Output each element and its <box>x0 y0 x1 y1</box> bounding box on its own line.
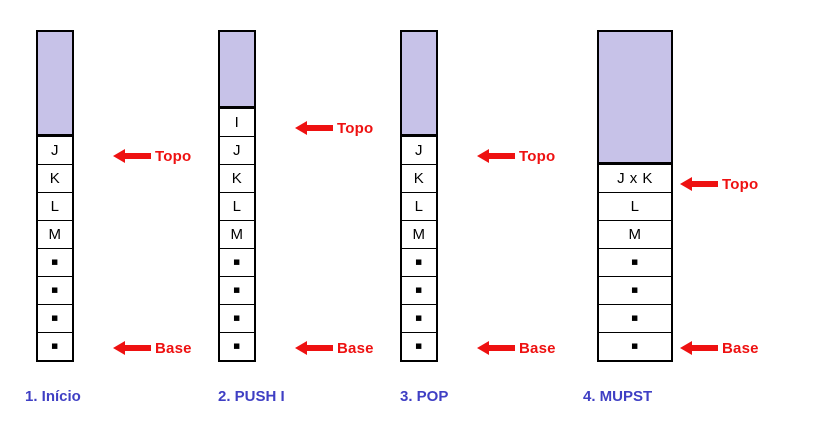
stack-1-cell-0: J <box>38 136 72 164</box>
stack-4-base-label: Base <box>722 339 759 357</box>
stack-1-cell-2: L <box>38 192 72 220</box>
stack-1-cell-3: M <box>38 220 72 248</box>
stack-4-cell-1: L <box>599 192 671 220</box>
stack-2-cell-5: ▪ <box>220 248 254 276</box>
stack-3-cell-2: L <box>402 192 436 220</box>
stack-1-box: J K L M ▪ ▪ ▪ ▪ <box>36 30 74 362</box>
stack-4-cell-3: ▪ <box>599 248 671 276</box>
stack-4: J x K L M ▪ ▪ ▪ ▪ <box>597 30 673 362</box>
stack-1-base-label: Base <box>155 339 192 357</box>
stack-3-free-space <box>402 32 436 136</box>
stack-2-cell-0: I <box>220 108 254 136</box>
stack-1-caption: 1. Início <box>25 388 81 405</box>
stack-4-top-pointer: Topo <box>680 174 758 194</box>
stack-2-free-space <box>220 32 254 108</box>
stack-2-cell-1: J <box>220 136 254 164</box>
stack-2-cell-8: ▪ <box>220 332 254 360</box>
stack-1-cell-5: ▪ <box>38 276 72 304</box>
stack-4-base-pointer: Base <box>680 338 759 358</box>
stack-1-top-pointer: Topo <box>113 146 191 166</box>
left-arrow-icon <box>295 120 333 136</box>
stack-3-box: J K L M ▪ ▪ ▪ ▪ <box>400 30 438 362</box>
stack-4-box: J x K L M ▪ ▪ ▪ ▪ <box>597 30 673 362</box>
left-arrow-icon <box>113 148 151 164</box>
stack-3-cell-4: ▪ <box>402 248 436 276</box>
stack-2-top-pointer: Topo <box>295 118 373 138</box>
stack-1: J K L M ▪ ▪ ▪ ▪ <box>36 30 74 362</box>
stack-2-base-label: Base <box>337 339 374 357</box>
stack-1-cell-1: K <box>38 164 72 192</box>
stack-1-free-space <box>38 32 72 136</box>
left-arrow-icon <box>477 148 515 164</box>
stack-2-box: I J K L M ▪ ▪ ▪ ▪ <box>218 30 256 362</box>
stack-3-cell-1: K <box>402 164 436 192</box>
stack-3-base-pointer: Base <box>477 338 556 358</box>
stack-1-cell-4: ▪ <box>38 248 72 276</box>
stack-2-cell-7: ▪ <box>220 304 254 332</box>
stack-3-cell-7: ▪ <box>402 332 436 360</box>
stack-1-cell-7: ▪ <box>38 332 72 360</box>
left-arrow-icon <box>680 176 718 192</box>
stack-2-top-label: Topo <box>337 119 374 137</box>
left-arrow-icon <box>477 340 515 356</box>
stack-3-caption: 3. POP <box>400 388 449 405</box>
stack-3-top-pointer: Topo <box>477 146 555 166</box>
stack-2-cell-2: K <box>220 164 254 192</box>
stack-4-top-label: Topo <box>722 175 759 193</box>
stack-2-base-pointer: Base <box>295 338 374 358</box>
stack-4-cell-0: J x K <box>599 164 671 192</box>
stack-4-free-space <box>599 32 671 164</box>
stack-3-cell-0: J <box>402 136 436 164</box>
stack-4-cell-6: ▪ <box>599 332 671 360</box>
stack-4-cell-5: ▪ <box>599 304 671 332</box>
stack-2-cell-3: L <box>220 192 254 220</box>
left-arrow-icon <box>295 340 333 356</box>
stack-2-caption: 2. PUSH I <box>218 388 285 405</box>
stack-1-base-pointer: Base <box>113 338 192 358</box>
stack-4-cell-2: M <box>599 220 671 248</box>
stack-3: J K L M ▪ ▪ ▪ ▪ <box>400 30 438 362</box>
stack-2-cell-4: M <box>220 220 254 248</box>
stack-2: I J K L M ▪ ▪ ▪ ▪ <box>218 30 256 362</box>
stack-3-cell-3: M <box>402 220 436 248</box>
stack-4-caption: 4. MUPST <box>583 388 653 405</box>
stack-1-cell-6: ▪ <box>38 304 72 332</box>
stack-3-base-label: Base <box>519 339 556 357</box>
left-arrow-icon <box>680 340 718 356</box>
stack-2-cell-6: ▪ <box>220 276 254 304</box>
stack-3-cell-6: ▪ <box>402 304 436 332</box>
stack-4-cell-4: ▪ <box>599 276 671 304</box>
stack-3-top-label: Topo <box>519 147 556 165</box>
left-arrow-icon <box>113 340 151 356</box>
stack-1-top-label: Topo <box>155 147 192 165</box>
stack-3-cell-5: ▪ <box>402 276 436 304</box>
